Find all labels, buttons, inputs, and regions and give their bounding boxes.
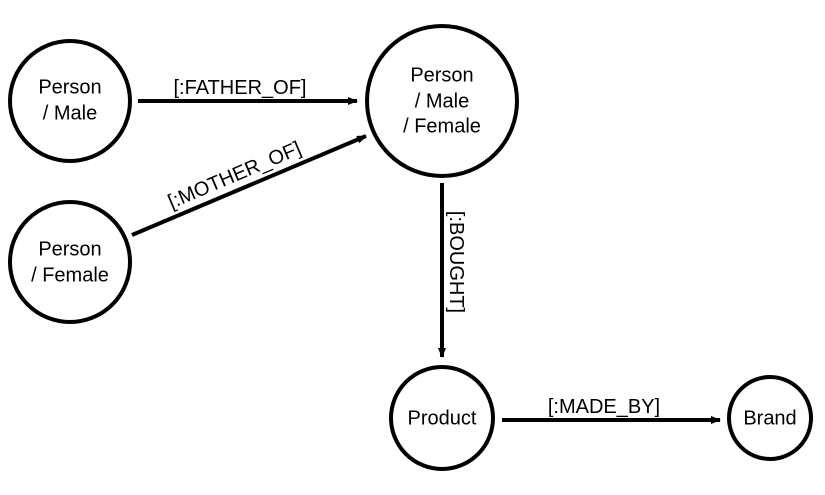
node-person-female-line-1: Person — [38, 238, 101, 260]
node-person-male: Person / Male — [8, 39, 132, 163]
node-person-male-female-line-3: / Female — [403, 115, 481, 137]
made-by-label: [:MADE_BY] — [548, 396, 660, 418]
node-person-female: Person / Female — [8, 200, 132, 324]
father-of-label: [:FATHER_OF] — [174, 77, 307, 99]
node-product: Product — [389, 365, 495, 471]
node-product-label: Product — [408, 407, 477, 429]
mother-of-arrow — [131, 134, 367, 237]
node-person-female-line-2: / Female — [31, 264, 109, 286]
mother-of-label: [:MOTHER_OF] — [165, 138, 305, 214]
node-brand-label: Brand — [743, 407, 796, 429]
node-person-male-female: Person / Male / Female — [365, 24, 519, 178]
edge-made-by: [:MADE_BY] — [502, 396, 721, 424]
edge-father-of: [:FATHER_OF] — [138, 77, 358, 105]
edge-bought: [:BOUGHT] — [438, 183, 467, 358]
node-person-male-line-2: / Male — [43, 102, 97, 124]
edge-mother-of: [:MOTHER_OF] — [131, 134, 367, 237]
node-brand: Brand — [727, 375, 813, 461]
bought-label: [:BOUGHT] — [445, 211, 467, 313]
node-person-male-line-1: Person — [38, 76, 101, 98]
node-person-male-female-line-1: Person — [410, 64, 473, 86]
node-person-male-female-line-2: / Male — [415, 90, 469, 112]
